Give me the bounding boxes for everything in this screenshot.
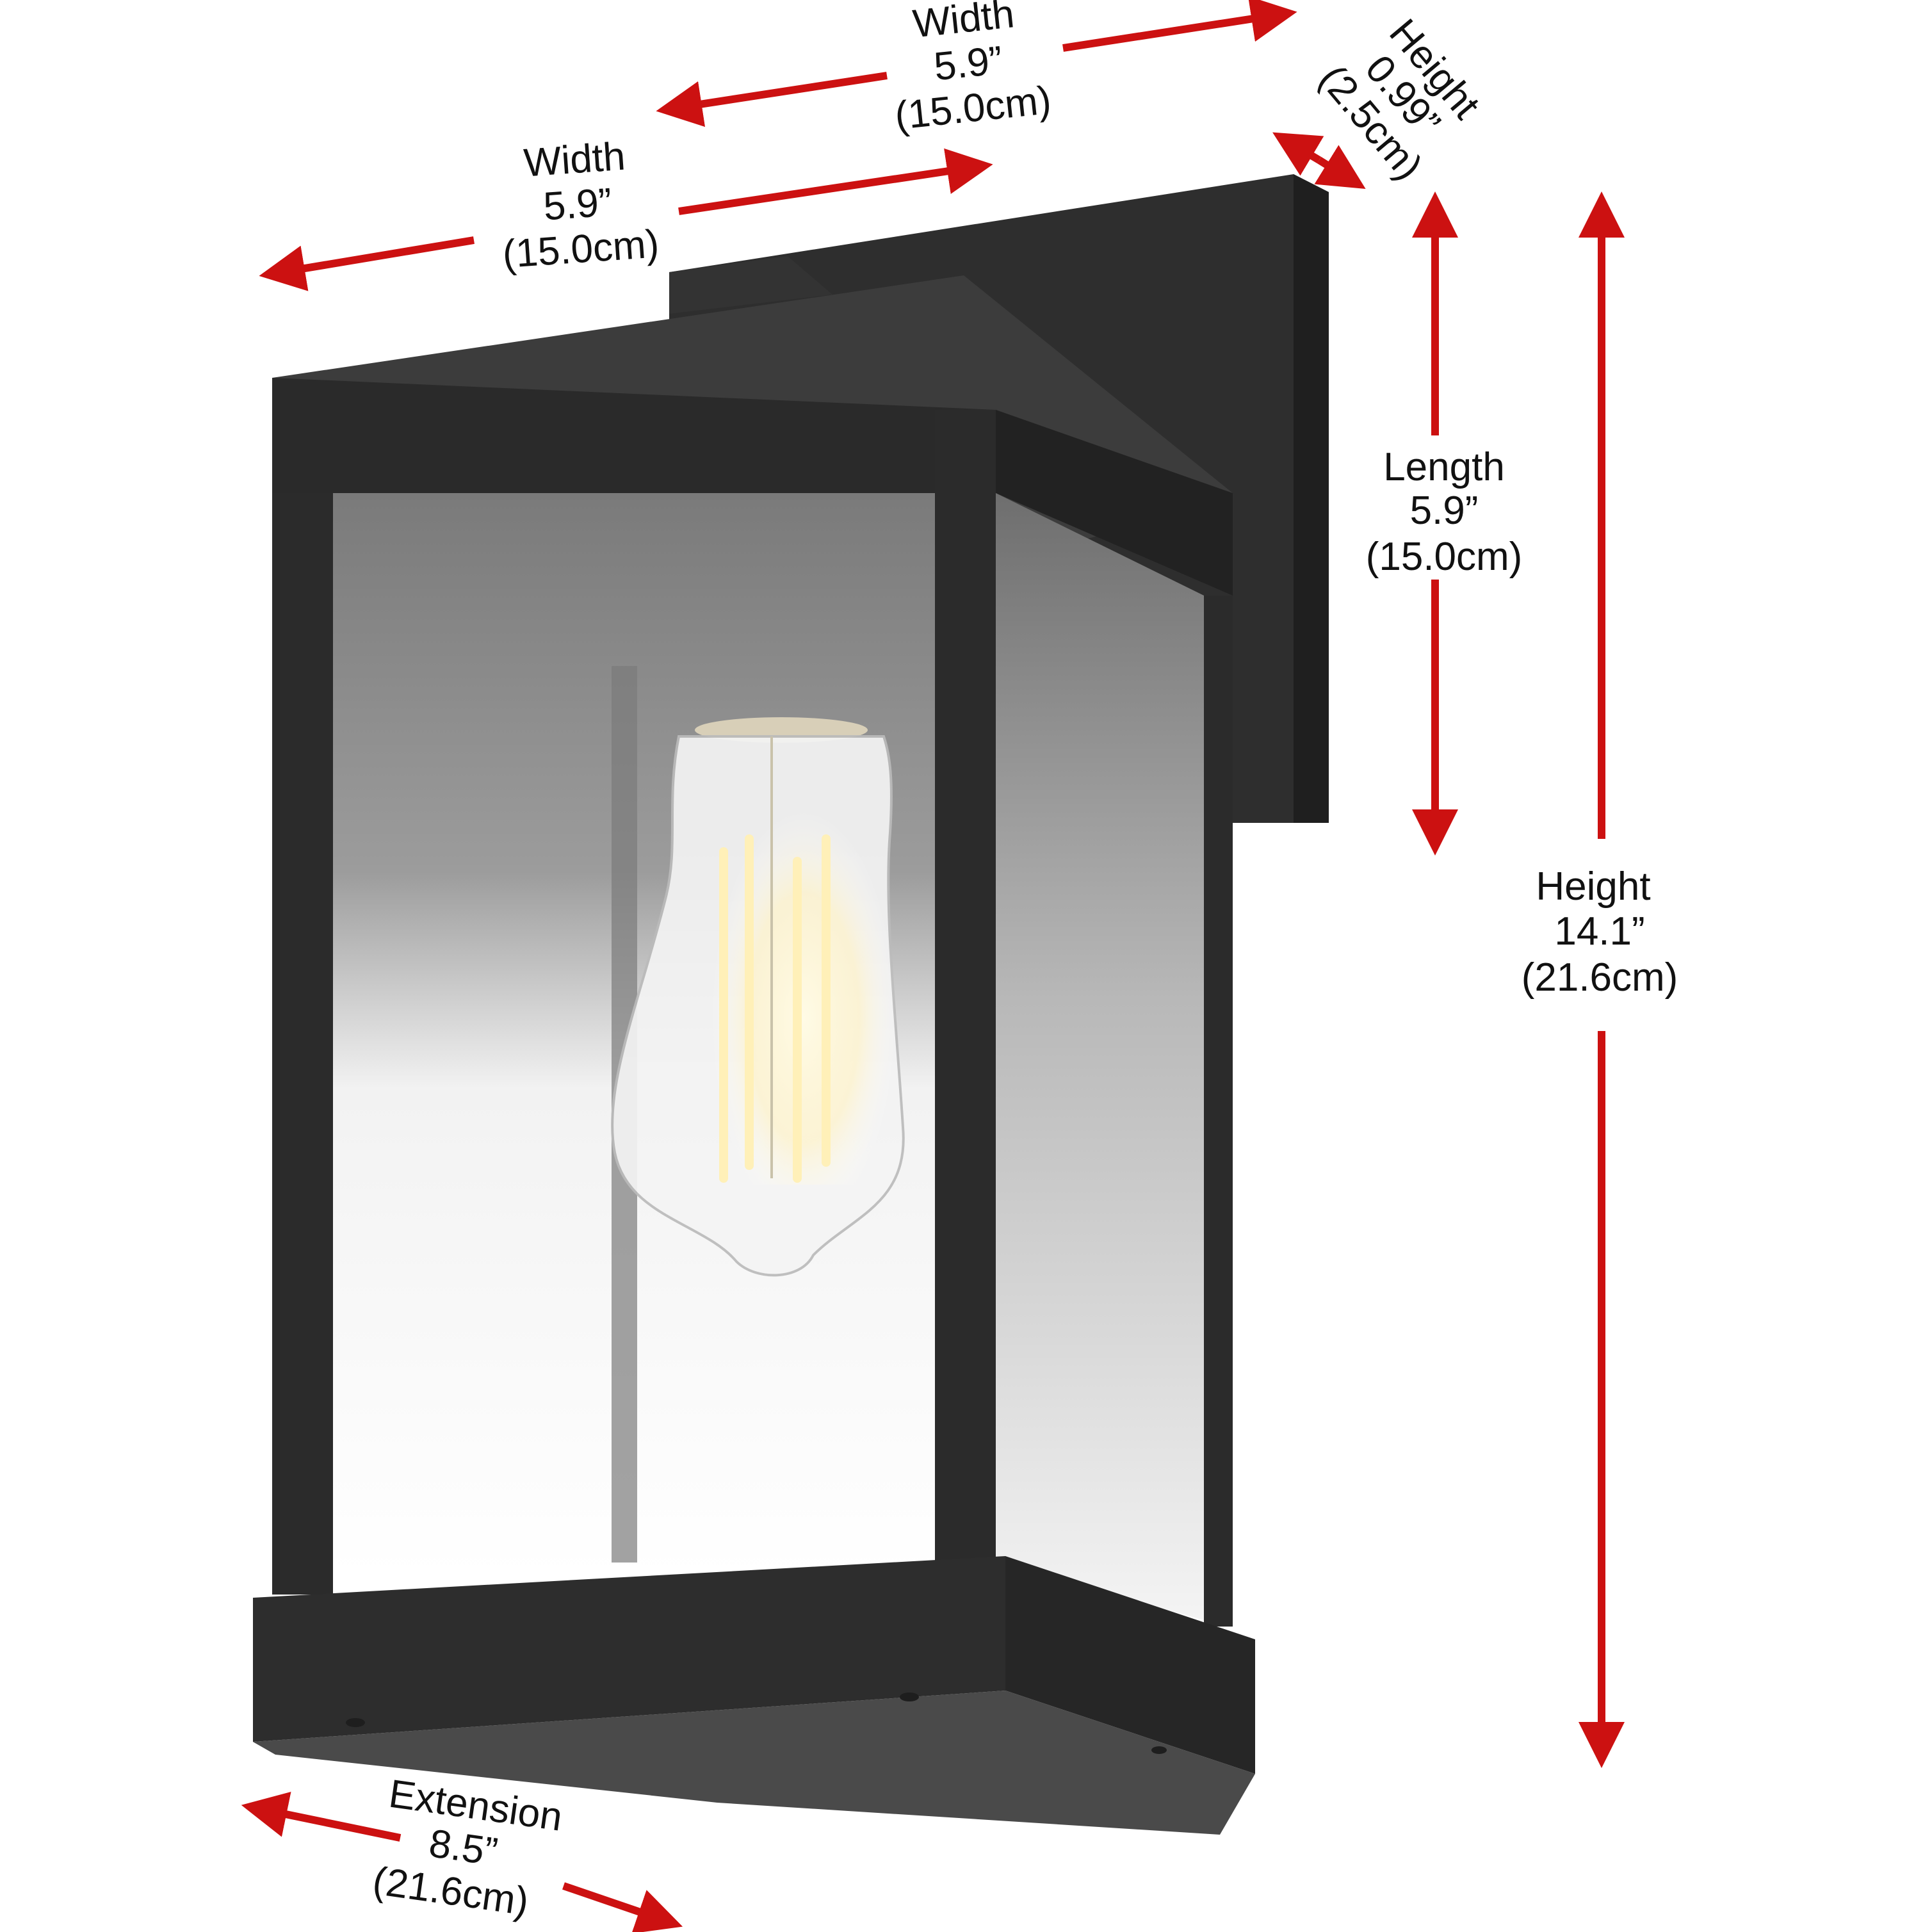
label-title: Width [911,0,1016,46]
label-metric: (21.6cm) [370,1858,532,1924]
base-side [1005,1556,1255,1774]
side-glass [996,493,1204,1620]
dimension-backplate-length: Length 5.9” (15.0cm) [1366,445,1523,579]
base-bottom [253,1691,1255,1835]
label-title: Width [523,134,627,186]
dimension-width-front: Width 5.9” (15.0cm) [501,134,661,277]
arrow-width-top-right [1062,0,1297,52]
dimension-extension: Extension 8.5” (21.6cm) [370,1772,565,1924]
dimension-overall-height: Height 14.1” (21.6cm) [1522,865,1678,1000]
lantern [253,174,1329,1835]
base-front [253,1556,1005,1742]
label-metric: (15.0cm) [1366,535,1523,579]
dimension-backplate-height: Height 0.99” (2.5cm) [1311,11,1489,188]
frame-post-right [1204,596,1233,1627]
frame-post-mid [935,410,996,1575]
arm [669,256,832,314]
arrow-extension-right [562,1882,683,1932]
label-imperial: 5.9” [932,38,1004,89]
dimension-width-top: Width 5.9” (15.0cm) [893,0,1053,138]
label-imperial: 5.9” [1410,489,1479,533]
label-imperial: 14.1” [1554,909,1644,954]
label-title: Length [1383,445,1505,489]
arrow-backplate-height-b [1314,145,1366,189]
top-cap-side [996,410,1233,596]
dimension-arrows [241,0,1625,1932]
arrow-extension-left [241,1792,402,1842]
arrow-width-top-left [656,72,888,127]
label-metric: (15.0cm) [893,78,1053,138]
arrow-width-front-right [678,148,993,215]
frame-post-left [272,493,333,1595]
label-imperial: 5.9” [542,180,613,229]
filament-bulb [611,717,905,1277]
label-title: Height [1536,865,1650,909]
top-cap-front [272,378,996,493]
label-metric: (21.6cm) [1522,955,1678,1000]
arrow-width-front-left [259,236,475,291]
label-imperial: 8.5” [426,1821,500,1874]
label-metric: (15.0cm) [501,222,661,277]
arrow-backplate-height-a [1272,132,1324,176]
